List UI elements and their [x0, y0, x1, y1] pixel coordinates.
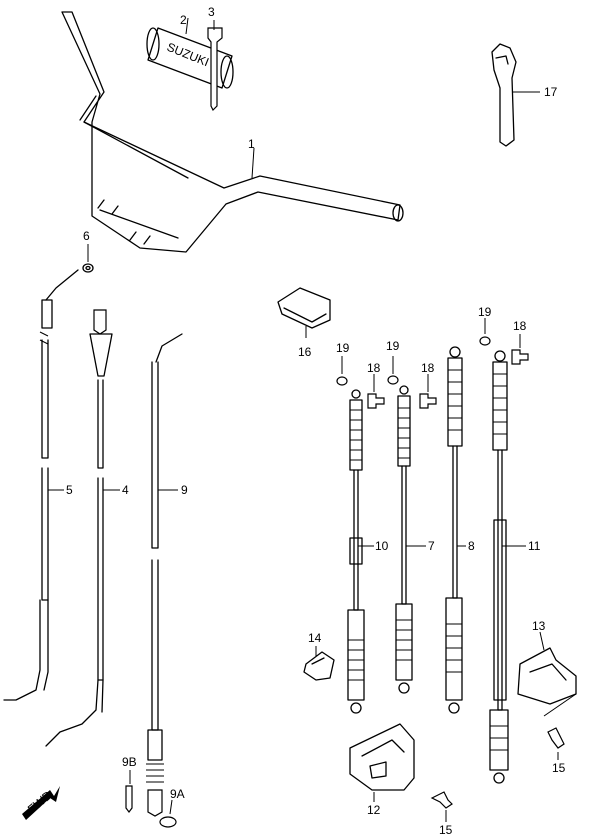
bolt-18c: [511, 349, 529, 365]
bracket-16: [277, 287, 331, 329]
cable-8: [445, 346, 463, 714]
nut-19c: [479, 336, 491, 346]
cable-9: [146, 333, 183, 817]
label-part-19a: 19: [336, 341, 350, 355]
label-part-19b: 19: [386, 339, 400, 353]
cable-10: [347, 389, 365, 714]
label-part-3: 3: [208, 5, 215, 19]
leader-lines: [48, 17, 559, 822]
label-part-9: 9: [181, 483, 188, 497]
cable-4: [45, 309, 113, 747]
cable-11: [489, 350, 509, 784]
label-part-18a: 18: [367, 361, 381, 375]
label-part-2: 2: [180, 13, 187, 27]
bolt-18b: [419, 393, 437, 409]
nut-19a: [336, 376, 348, 386]
bolt-9b: [125, 785, 133, 813]
label-part-9a: 9A: [170, 787, 185, 801]
label-part-18c: 18: [513, 319, 527, 333]
label-part-5: 5: [66, 483, 73, 497]
label-part-15a: 15: [552, 761, 566, 775]
bracket-13: [517, 647, 577, 717]
cable-7: [395, 385, 413, 694]
forward-arrow-icon: FWD: [22, 786, 60, 820]
label-part-8: 8: [468, 539, 475, 553]
label-part-1: 1: [248, 137, 255, 151]
cable-5: [3, 269, 79, 701]
washer: [82, 263, 94, 273]
label-part-15b: 15: [439, 823, 453, 837]
bolt-15a: [547, 727, 565, 749]
label-part-6: 6: [83, 229, 90, 243]
label-part-18b: 18: [421, 361, 435, 375]
label-part-7: 7: [428, 539, 435, 553]
label-part-12: 12: [367, 803, 381, 817]
bolt-18a: [367, 393, 385, 409]
cable-clamp: [491, 43, 517, 147]
label-part-4: 4: [122, 483, 129, 497]
bracket-12: [349, 723, 415, 791]
label-part-19c: 19: [478, 305, 492, 319]
clip-14: [303, 651, 335, 681]
label-part-16: 16: [298, 345, 312, 359]
label-part-10: 10: [375, 539, 389, 553]
label-part-9b: 9B: [122, 755, 137, 769]
label-part-17: 17: [544, 85, 558, 99]
label-part-11: 11: [528, 539, 541, 553]
grip-logo: SUZUKI: [165, 40, 211, 69]
screw: [207, 27, 223, 112]
handlebar: [61, 11, 404, 253]
nut-19b: [387, 375, 399, 385]
bolt-15b: [430, 791, 453, 809]
part-labels: 2 3 1 17 6 16 19 19 19 18 18 18 5 4 9 10…: [66, 5, 566, 837]
pin-9a: [159, 816, 177, 828]
label-part-13: 13: [532, 619, 546, 633]
label-part-14: 14: [308, 631, 322, 645]
